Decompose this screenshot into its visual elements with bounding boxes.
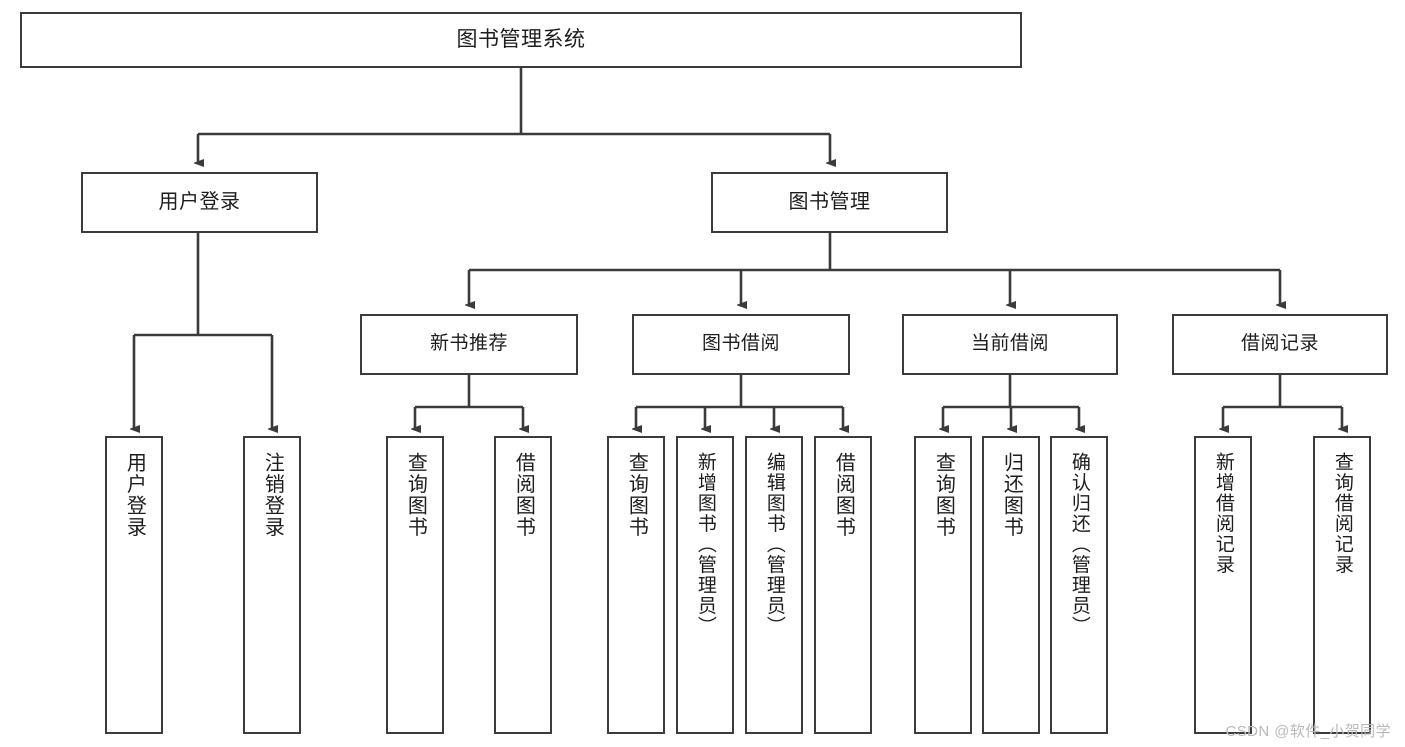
node-leaf-confirm-return-admin[interactable]: 确认归还（管理员） xyxy=(1050,436,1108,734)
node-leaf-edit-book-admin[interactable]: 编辑图书（管理员） xyxy=(745,436,803,734)
node-root-label: 图书管理系统 xyxy=(456,27,586,51)
node-leaf-current-query-book-label: 查询图书 xyxy=(932,452,955,538)
csdn-watermark: CSDN @软件_小贺同学 xyxy=(1225,723,1391,740)
node-current-borrow-label: 当前借阅 xyxy=(970,333,1049,355)
node-leaf-return-book[interactable]: 归还图书 xyxy=(982,436,1040,734)
node-root-book-management-system[interactable]: 图书管理系统 xyxy=(20,12,1022,68)
node-leaf-add-book-admin[interactable]: 新增图书（管理员） xyxy=(676,436,734,734)
node-new-book-recommend-label: 新书推荐 xyxy=(429,333,508,355)
node-leaf-newbook-borrow-book[interactable]: 借阅图书 xyxy=(494,436,552,734)
node-current-borrow[interactable]: 当前借阅 xyxy=(902,314,1118,375)
node-leaf-query-borrow-record-label: 查询借阅记录 xyxy=(1331,452,1353,575)
node-leaf-logout[interactable]: 注销登录 xyxy=(243,436,301,734)
node-leaf-confirm-return-admin-label: 确认归还（管理员） xyxy=(1068,452,1090,637)
node-book-management[interactable]: 图书管理 xyxy=(711,172,948,233)
node-book-borrow-label: 图书借阅 xyxy=(701,333,780,355)
node-borrow-record[interactable]: 借阅记录 xyxy=(1172,314,1388,375)
node-leaf-user-login-label: 用户登录 xyxy=(123,452,146,538)
node-leaf-return-book-label: 归还图书 xyxy=(1000,452,1023,538)
node-leaf-logout-label: 注销登录 xyxy=(261,452,284,538)
node-book-management-label: 图书管理 xyxy=(788,190,871,213)
node-borrow-record-label: 借阅记录 xyxy=(1240,333,1319,355)
node-leaf-query-borrow-record[interactable]: 查询借阅记录 xyxy=(1313,436,1371,734)
node-leaf-add-borrow-record[interactable]: 新增借阅记录 xyxy=(1194,436,1252,734)
node-leaf-add-book-admin-label: 新增图书（管理员） xyxy=(694,452,716,637)
node-user-login-label: 用户登录 xyxy=(158,190,241,213)
node-leaf-borrow-query-book[interactable]: 查询图书 xyxy=(607,436,665,734)
node-new-book-recommend[interactable]: 新书推荐 xyxy=(360,314,578,375)
node-leaf-add-borrow-record-label: 新增借阅记录 xyxy=(1212,452,1234,575)
node-leaf-newbook-query-book-label: 查询图书 xyxy=(404,452,427,538)
node-user-login[interactable]: 用户登录 xyxy=(81,172,318,233)
node-leaf-user-login[interactable]: 用户登录 xyxy=(105,436,163,734)
node-leaf-current-query-book[interactable]: 查询图书 xyxy=(914,436,972,734)
node-leaf-edit-book-admin-label: 编辑图书（管理员） xyxy=(763,452,785,637)
node-leaf-borrow-book[interactable]: 借阅图书 xyxy=(814,436,872,734)
node-leaf-newbook-borrow-book-label: 借阅图书 xyxy=(512,452,535,538)
node-leaf-newbook-query-book[interactable]: 查询图书 xyxy=(386,436,444,734)
node-book-borrow[interactable]: 图书借阅 xyxy=(632,314,850,375)
node-leaf-borrow-book-label: 借阅图书 xyxy=(832,452,855,538)
node-leaf-borrow-query-book-label: 查询图书 xyxy=(625,452,648,538)
